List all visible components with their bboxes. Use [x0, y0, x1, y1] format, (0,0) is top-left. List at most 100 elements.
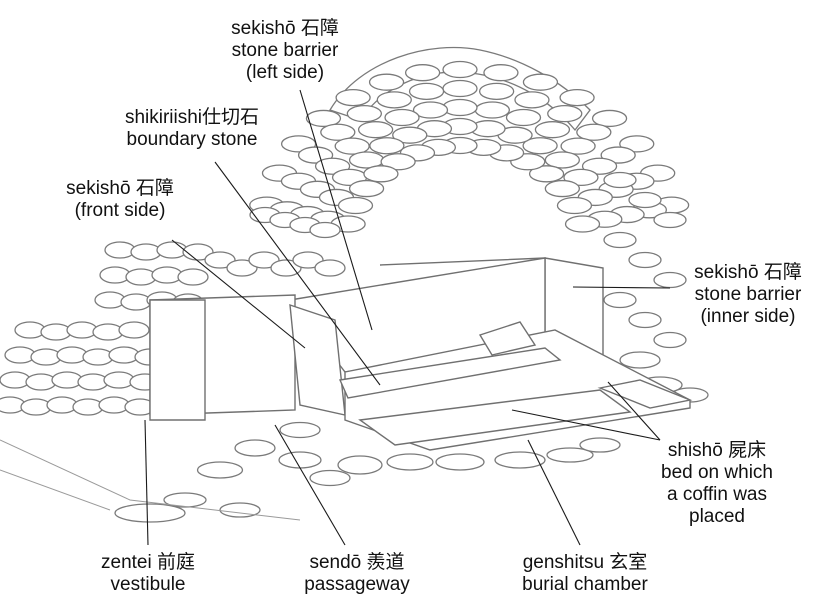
- floor-stone: [219, 502, 261, 518]
- arch-stone: [600, 146, 636, 164]
- arch-stone: [528, 165, 565, 183]
- arch-stone: [337, 196, 374, 215]
- leader-shisho-2: [607, 381, 661, 441]
- left-stone: [309, 221, 341, 239]
- leader-sendo: [274, 424, 346, 546]
- leader-barrier-left: [299, 89, 373, 331]
- arch-stone: [547, 104, 583, 123]
- label-shisho-line4: placed: [689, 506, 745, 527]
- arch-stone: [514, 91, 550, 109]
- arch-stone: [483, 64, 519, 82]
- floor-stone: [435, 453, 485, 471]
- label-shisho-line3: a coffin was: [667, 484, 767, 505]
- left-stone: [248, 251, 280, 269]
- left-stone: [94, 291, 126, 309]
- label-shisho: shishō 屍床 bed on which a coffin was plac…: [652, 440, 782, 528]
- arch-stone: [619, 135, 655, 153]
- arch-wall: [249, 46, 690, 233]
- right-stone: [628, 311, 662, 329]
- left-stone: [56, 346, 88, 364]
- label-barrier-front-line1: sekishō 石障: [66, 178, 174, 199]
- arch-stone: [544, 151, 580, 169]
- label-genshitsu-line2: burial chamber: [522, 574, 648, 595]
- arch-stone: [376, 91, 412, 109]
- left-stone: [108, 346, 140, 364]
- left-stone: [118, 321, 150, 339]
- label-barrier-left-line2: stone barrier: [231, 40, 339, 61]
- arch-stone: [544, 179, 580, 198]
- right-stone: [628, 191, 662, 209]
- left-stone: [30, 348, 62, 366]
- label-barrier-inner-line3: (inner side): [700, 306, 796, 327]
- leader-barrier-inner: [572, 286, 671, 289]
- leader-barrier-front: [171, 239, 306, 349]
- arch-stone: [560, 137, 596, 155]
- arch-stone: [346, 104, 383, 123]
- right-stone: [603, 171, 637, 189]
- floor-stone: [386, 453, 434, 471]
- left-stone: [77, 373, 109, 391]
- arch-stone: [357, 121, 394, 139]
- label-shisho-line1: shishō 屍床: [667, 440, 767, 461]
- floor-stone: [546, 447, 594, 463]
- left-stone: [151, 266, 183, 284]
- arch-stone: [474, 101, 510, 119]
- arch-stone: [442, 60, 478, 79]
- arch-stone: [368, 73, 405, 91]
- arch-stone: [363, 165, 399, 183]
- label-boundary-line2: boundary stone: [126, 129, 258, 150]
- label-boundary-line1: shikiriishi仕切石: [124, 107, 260, 128]
- leader-genshitsu: [527, 439, 581, 546]
- left-stone: [51, 371, 83, 389]
- label-genshitsu: genshitsu 玄室 burial chamber: [500, 552, 670, 596]
- arch-stone: [334, 137, 370, 155]
- label-barrier-inner: sekishō 石障 stone barrier (inner side): [672, 262, 824, 328]
- label-genshitsu-line1: genshitsu 玄室: [522, 552, 648, 573]
- arch-stone: [412, 101, 449, 119]
- left-stone: [130, 243, 162, 261]
- right-stone: [619, 351, 661, 369]
- left-stone: [20, 398, 52, 416]
- left-stone: [104, 241, 136, 259]
- left-stone: [204, 251, 236, 269]
- floor-stone: [309, 469, 351, 487]
- floor-stone: [196, 461, 244, 479]
- left-stone: [0, 371, 31, 389]
- label-barrier-left-line1: sekishō 石障: [231, 18, 339, 39]
- label-barrier-front-line2: (front side): [74, 200, 166, 221]
- arch-stone: [404, 64, 441, 82]
- arch-stone: [591, 109, 628, 128]
- arch-stone: [478, 82, 515, 101]
- label-boundary: shikiriishi仕切石 boundary stone: [92, 107, 292, 151]
- left-stone: [14, 321, 46, 339]
- left-stone: [182, 243, 214, 261]
- label-shisho-line2: bed on which: [661, 462, 773, 483]
- arch-stone: [380, 153, 416, 171]
- arch-stone: [556, 196, 593, 215]
- right-stone: [603, 291, 637, 309]
- arch-stone: [305, 109, 342, 128]
- arch-stone: [522, 73, 559, 91]
- right-stone: [628, 251, 662, 269]
- arch-stone: [505, 108, 542, 127]
- label-zentei-line2: vestibule: [110, 574, 186, 595]
- left-stone: [82, 348, 114, 366]
- floor-stone: [163, 492, 207, 508]
- left-stone: [99, 266, 131, 284]
- left-stone: [40, 323, 72, 341]
- label-sendo-line1: sendō 羨道: [309, 552, 405, 573]
- label-barrier-inner-line2: stone barrier: [694, 284, 802, 305]
- right-stone: [653, 331, 687, 349]
- floor-stone: [579, 437, 621, 453]
- left-stone: [292, 251, 324, 269]
- left-stone: [270, 259, 302, 277]
- right-stone: [653, 211, 687, 229]
- left-stone: [72, 398, 104, 416]
- floor-stone: [494, 451, 546, 469]
- label-barrier-front: sekishō 石障 (front side): [45, 178, 195, 222]
- left-stone: [314, 259, 346, 277]
- leader-shisho-1: [511, 409, 661, 441]
- chamber-slabs: [149, 257, 693, 451]
